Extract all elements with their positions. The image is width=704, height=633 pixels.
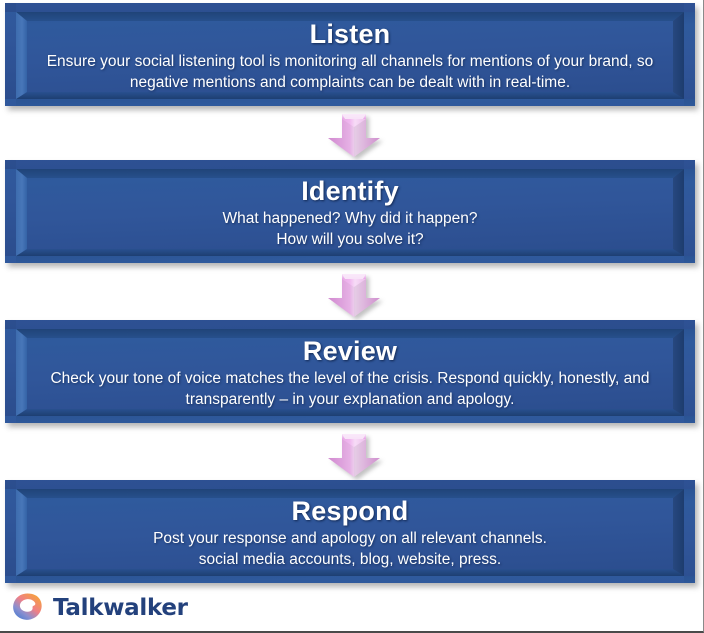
step-title-listen: Listen xyxy=(309,19,391,49)
step-title-review: Review xyxy=(302,336,398,366)
step-title-identify: Identify xyxy=(301,176,399,206)
flow-step-body-review: Review Check your tone of voice matches … xyxy=(5,320,695,423)
step-text-review: Check your tone of voice matches the lev… xyxy=(50,370,650,408)
talkwalker-blob-icon xyxy=(13,593,42,620)
flow-step-review: Review Check your tone of voice matches … xyxy=(5,320,695,423)
step-text-listen: Ensure your social listening tool is mon… xyxy=(46,53,654,91)
brand-logo: Talkwalker xyxy=(11,592,188,625)
brand-name: Talkwalker xyxy=(53,595,188,621)
down-arrow-icon xyxy=(328,114,380,157)
down-arrow-icon xyxy=(328,434,380,477)
flow-step-body-respond: Respond Post your response and apology o… xyxy=(5,480,695,583)
connector-arrow-2 xyxy=(326,271,382,319)
down-arrow-icon xyxy=(328,274,380,317)
connector-arrow-1 xyxy=(326,111,382,159)
flow-step-identify: Identify What happened? Why did it happe… xyxy=(5,160,695,263)
step-text-identify: What happened? Why did it happen?How wil… xyxy=(222,210,478,248)
connector-arrow-3 xyxy=(326,431,382,479)
flow-step-listen: Listen Ensure your social listening tool… xyxy=(5,3,695,106)
flow-step-body-listen: Listen Ensure your social listening tool… xyxy=(5,3,695,106)
flow-step-respond: Respond Post your response and apology o… xyxy=(5,480,695,583)
step-title-respond: Respond xyxy=(291,496,409,526)
flow-step-body-identify: Identify What happened? Why did it happe… xyxy=(5,160,695,263)
step-text-respond: Post your response and apology on all re… xyxy=(153,530,547,568)
